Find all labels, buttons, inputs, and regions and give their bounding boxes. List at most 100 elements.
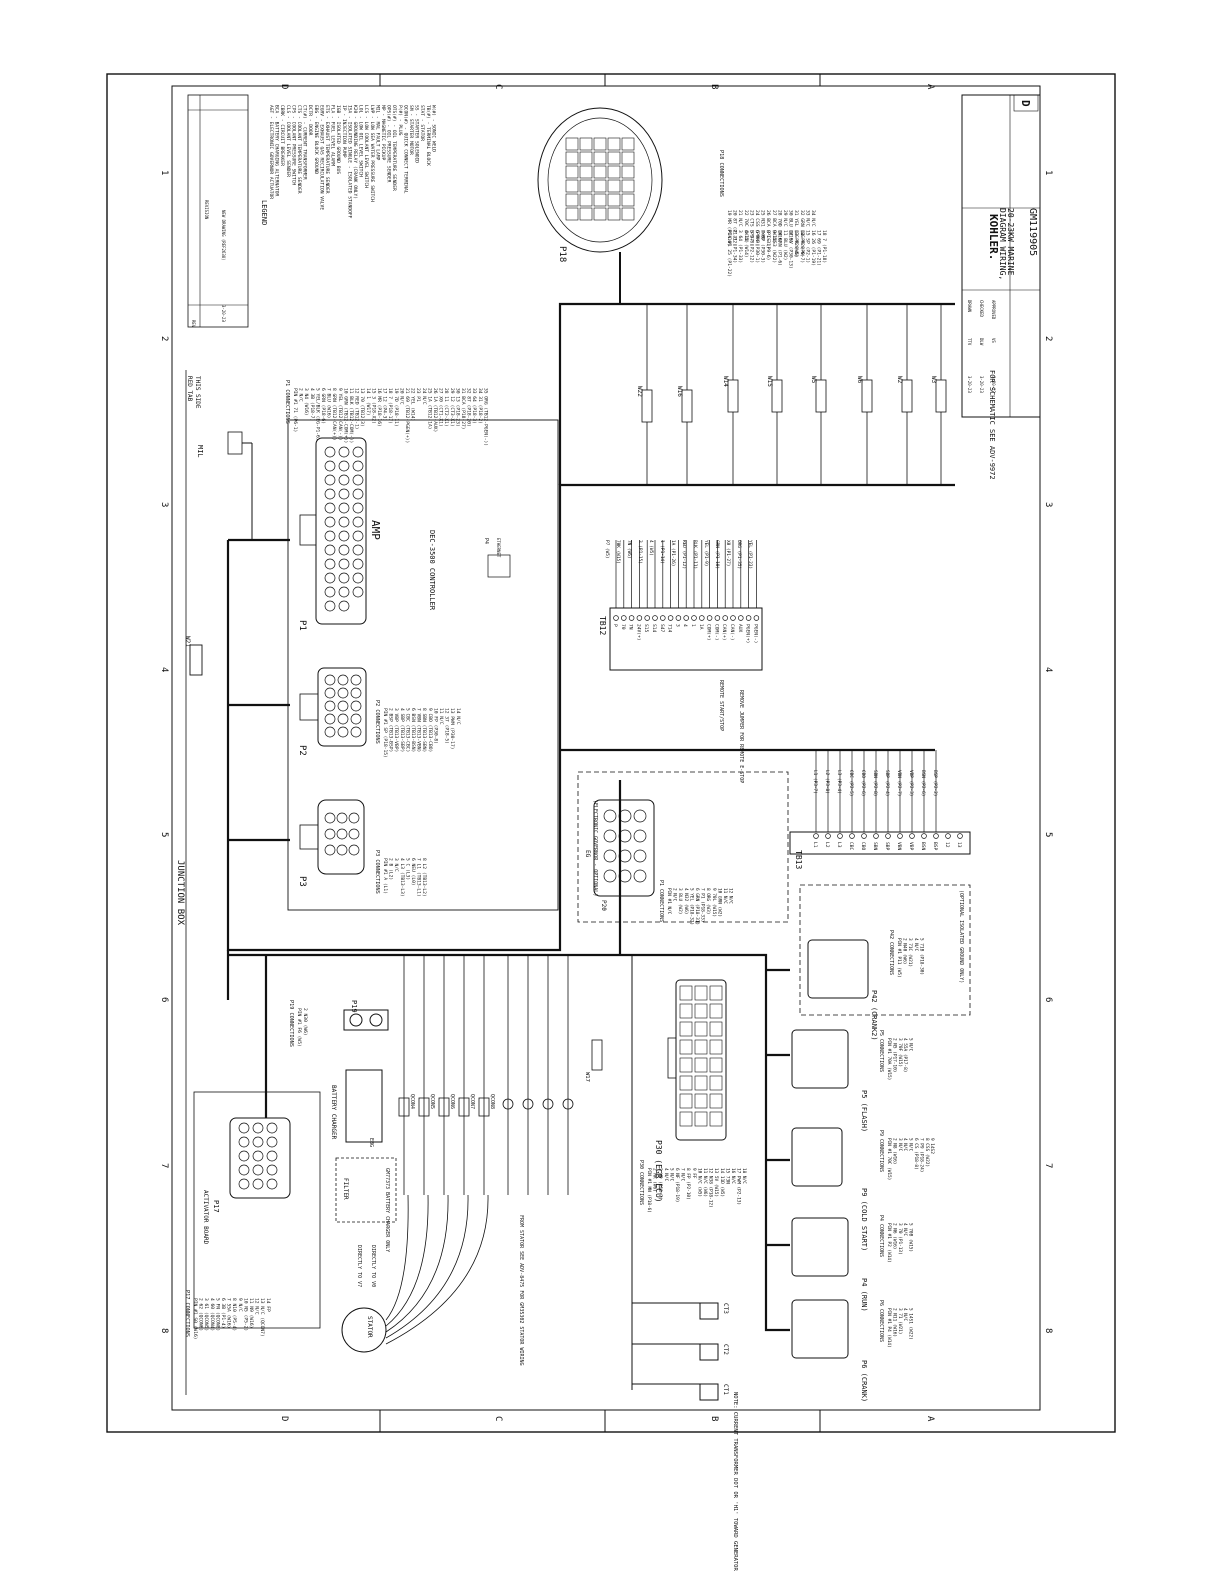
mil-lamp: MIL RED TAB THIS SIDE: [186, 376, 253, 540]
eg-pin: [618, 849, 632, 863]
p4-ethernet-label: P4: [483, 538, 489, 544]
zone-c-bottom: C: [493, 1416, 503, 1421]
tb12-terminal-label: CAN(-): [729, 624, 735, 641]
tb12-terminal-label: 3: [674, 624, 680, 627]
tb12-terminal-label: 7N: [628, 624, 634, 630]
p3-connection-row: PIN #1 A (L1): [382, 858, 388, 894]
revision-table: REV REVISION - 3-20-23 NEW DRAWING (REF2…: [187, 94, 249, 328]
eg-pin: [618, 829, 632, 843]
p1-connection-row: 33 64 (P18-3): [471, 388, 477, 424]
p3-connection-row: 6 NEU (L0): [410, 858, 416, 886]
p1-connection-row: 23 P1: [415, 388, 421, 402]
p1-pin: [338, 516, 350, 528]
p18-connection-row: 12 5V (P30-13): [788, 230, 794, 269]
p18-connection-row: 22 70C (W15): [743, 210, 749, 243]
eg-connection-row: 7 P1 (P18-33): [700, 888, 706, 922]
p30-pin-cell: [694, 1057, 708, 1073]
tb13-wire-label: SBN (P2-8): [872, 770, 878, 796]
w5-splice: [815, 379, 827, 413]
p9-label: P9 (COLD START): [860, 1188, 868, 1251]
ring-terminal: [542, 1098, 554, 1110]
filter-label: FILTER: [342, 1178, 349, 1200]
ct2-label: CT2: [722, 1344, 729, 1355]
eg-connection-row: 11 N/C: [722, 888, 728, 904]
directly-v0-label: DIRECTLY TO V0: [370, 1245, 376, 1287]
tb13-terminal-label: L1: [812, 842, 818, 848]
p9-connection-row: 5 N/C: [908, 1138, 914, 1152]
p17-pin: [238, 1164, 250, 1176]
amp-label: AMP: [369, 520, 382, 540]
p18-pin-cell: [565, 207, 579, 221]
tb13-terminal-screw: [885, 833, 891, 839]
p1-connection-row: 10 GRN (TB12-COM(+)): [342, 388, 348, 443]
tb13-terminal-label: BSN: [920, 842, 926, 851]
p2-pin: [350, 700, 362, 712]
p30-pin-cell: [679, 1057, 693, 1073]
legend-item: CPS - COOLANT PRESSURE SWITCH: [290, 105, 296, 185]
ct-note: NOTE: CURRENT TRANSFORMER DOT OR 'H1' TO…: [732, 1392, 738, 1571]
p2-connection-row: 10 FP (P30-8): [432, 708, 438, 744]
p1-pin: [338, 558, 350, 570]
p17-connection-row: 2 62 (QCON6): [198, 1298, 204, 1331]
p30-pin-cell: [679, 1075, 693, 1091]
red-tab-label: RED TAB: [186, 376, 193, 402]
p6-connection-row: 5 14S1 (W22): [908, 1308, 914, 1340]
p42-connection-row: PIN #1 P11 (W5): [896, 938, 902, 978]
p30-pin-cell: [694, 1039, 708, 1055]
tb12-terminal-screw: [636, 615, 643, 621]
p1-connection-row: 18 7 (P18-17): [387, 388, 393, 424]
p3-connection-row: 3 N/C: [393, 858, 399, 872]
controller: DEC-3500 CONTROLLER AMP P4 ETHERNET P1 P…: [287, 419, 559, 911]
tb13-terminal-label: VBN: [896, 842, 902, 851]
p1-connection-row: 31 BCA (P18-27): [460, 388, 466, 430]
p18-pin-cell: [593, 193, 607, 207]
rev-date: 3-20-23: [221, 305, 226, 322]
p1-connection-row: 22 YEL (W14): [410, 388, 416, 421]
p9-connection-row: 6 CS (P18-8): [913, 1138, 919, 1170]
tb13-terminal-label: CBC: [848, 842, 854, 851]
p6-connection-row: PIN #1 P4 (W14): [886, 1308, 892, 1348]
outer-border: [106, 73, 1116, 1433]
tb12-terminal-screw: [667, 615, 674, 621]
p1-pin: [352, 446, 364, 458]
zone-5-left: 5: [159, 832, 169, 837]
junction-box-label: JUNCTION BOX: [175, 860, 185, 926]
p17-connection-row: 4 60 (QCON4): [209, 1298, 215, 1331]
w6-label: W6: [856, 376, 863, 384]
tb12-wire-label: 70K (W15): [615, 540, 621, 564]
legend-item: SM - STARTER MOTOR: [408, 105, 414, 155]
tb12-terminal-screw: [714, 615, 721, 621]
qcon-label: QCON6: [449, 1094, 455, 1109]
p18-connection-row: 7 MP (P30-3): [760, 230, 766, 263]
p3-pin: [336, 844, 348, 856]
w21-splice: W21: [184, 636, 203, 676]
p30-pin-cell: [679, 985, 693, 1001]
legend-item: FLA - FUEL LEVEL ALARM: [330, 105, 336, 166]
tb12-terminal-screw: [699, 615, 705, 621]
qcon-label: QCON4: [409, 1094, 415, 1109]
filter-box: [335, 1157, 397, 1223]
p30-pin-cell: [694, 985, 708, 1001]
eg-connector: [593, 799, 655, 897]
rev-col-rev: REV: [191, 320, 196, 328]
approval-cell: CHECKED: [979, 300, 984, 317]
p17-pin: [266, 1122, 278, 1134]
p9-connection-row: 2 N8 (W16): [891, 1138, 897, 1164]
zone-8-left: 8: [159, 1328, 169, 1333]
p2-pin: [350, 687, 362, 699]
tb12-terminal-label: 1A: [698, 624, 704, 630]
qcon-terminal: [458, 1097, 470, 1117]
tb12-wire-label: 1A (P1-26): [670, 540, 676, 566]
w17-label: W17: [584, 1072, 590, 1082]
p1-connection-row: 32 87 (P18-20): [466, 388, 472, 427]
eg-connection-row: 5 YEL (P18-32): [688, 888, 694, 925]
tb12-terminal-screw: [652, 615, 658, 621]
p30-connections-title: P30 CONNECTIONS: [638, 1160, 644, 1205]
p18-pin-cell: [579, 179, 593, 193]
p18-pin-cell: [621, 151, 635, 165]
rev-col-revision: REVISION: [204, 200, 209, 220]
eg-connection-row: 10 GRN (W2): [716, 888, 722, 917]
tb12-terminal-label: 1: [690, 624, 696, 627]
p30-pin-cell: [709, 1093, 723, 1109]
